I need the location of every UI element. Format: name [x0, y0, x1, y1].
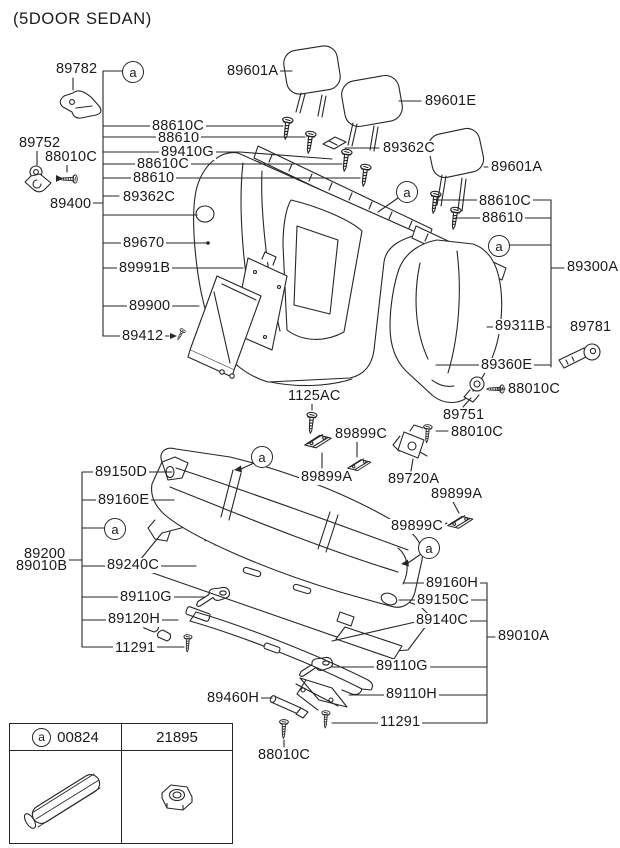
part-label: 89601A [225, 63, 281, 79]
part-label: 89120H [106, 611, 162, 627]
latch-89720A [392, 424, 428, 459]
part-label: 11291 [113, 640, 158, 656]
legend-part-code-1: 00824 [57, 728, 99, 746]
page-title: (5DOOR SEDAN) [13, 10, 152, 28]
part-label: 88610 [131, 170, 177, 186]
part-label: 89362C [121, 189, 177, 205]
bracket-89899A-left [303, 433, 333, 450]
part-label: 89360E [479, 357, 535, 373]
nut-drawing [161, 784, 193, 811]
bracket-89110H [295, 677, 348, 711]
legend-assembly-marker: a [32, 727, 52, 747]
legend-body-row [10, 751, 232, 843]
part-label: 89362C [381, 140, 437, 156]
part-label: 89300A [565, 259, 620, 275]
part-label: 88010C [43, 149, 99, 165]
part-label: 89200 [22, 546, 68, 562]
part-label: 89110G [374, 658, 430, 674]
seat-cushion-drawing [147, 447, 423, 608]
part-label: 89140C [414, 612, 470, 628]
assembly-marker: a [122, 61, 144, 83]
assembly-marker: a [488, 235, 510, 257]
part-label: 89899A [299, 469, 355, 485]
part-label: 88610C [477, 193, 533, 209]
part-label: 89899C [333, 426, 389, 442]
part-label: 1125AC [286, 388, 343, 404]
part-label: 89460H [205, 690, 261, 706]
guide-clip-89362C [322, 136, 347, 150]
part-label: 89311B [493, 318, 548, 334]
part-label: 89160H [424, 575, 480, 591]
part-label: 88010C [449, 424, 505, 440]
part-label: 89900 [127, 298, 173, 314]
part-label: 11291 [378, 714, 423, 730]
right-seatback-drawing [389, 225, 507, 404]
part-label: 89720A [386, 471, 442, 487]
part-label: 89160E [96, 492, 152, 508]
part-label: 89150C [415, 592, 471, 608]
pin-89412 [174, 327, 187, 342]
part-label: 89010A [496, 628, 552, 644]
part-label: 89752 [17, 135, 63, 151]
clip-89899A-right [446, 514, 475, 530]
legend-part-code-2: 21895 [156, 728, 198, 746]
headrest-right-drawing [427, 127, 485, 212]
latch-89752 [24, 165, 78, 193]
legend-header-row: a 00824 21895 [10, 724, 232, 751]
part-label: 88610 [480, 210, 526, 226]
part-label: 88610 [156, 130, 202, 146]
legend-table: a 00824 21895 [9, 723, 233, 844]
part-label: 88610C [135, 156, 191, 172]
part-label: 89410G [159, 144, 216, 160]
part-label: 88010C [506, 381, 562, 397]
assembly-marker: a [104, 518, 126, 540]
latch-89751 [463, 376, 485, 403]
screw-1125AC [304, 411, 318, 435]
legend-header-cell-1: a 00824 [10, 724, 122, 750]
part-label: 89412 [120, 328, 166, 344]
headrest-center-drawing [341, 74, 403, 152]
part-label: 88010C [256, 747, 312, 763]
legend-header-cell-2: 21895 [122, 724, 232, 750]
part-label: 89110H [384, 686, 439, 702]
legend-drawing-cell-2 [122, 751, 232, 843]
part-label: 89010B [14, 558, 70, 574]
part-label: 89751 [441, 407, 487, 423]
part-label: 89781 [568, 319, 614, 335]
part-label: 89240C [105, 557, 161, 573]
part-label: 89899C [389, 518, 445, 534]
part-label: 89400 [48, 196, 94, 212]
part-label: 89110G [118, 589, 174, 605]
headrest-left-drawing [283, 45, 341, 118]
part-label: 89670 [121, 235, 167, 251]
part-label: 89782 [54, 61, 100, 77]
assembly-marker: a [251, 446, 273, 468]
part-label: 89899A [429, 486, 485, 502]
sleeve-drawing [23, 773, 100, 829]
assembly-marker: a [418, 537, 440, 559]
part-label: 89991B [117, 260, 173, 276]
part-label: 89150D [93, 464, 149, 480]
assembly-marker: a [396, 181, 418, 203]
part-label: 88610C [150, 118, 206, 134]
part-label: 89601A [489, 159, 545, 175]
part-label: 89601E [423, 93, 479, 109]
armrest-drawing [187, 275, 262, 379]
key-89781 [558, 343, 601, 369]
belt-guide-89782 [59, 90, 102, 119]
legend-drawing-cell-1 [10, 751, 122, 843]
